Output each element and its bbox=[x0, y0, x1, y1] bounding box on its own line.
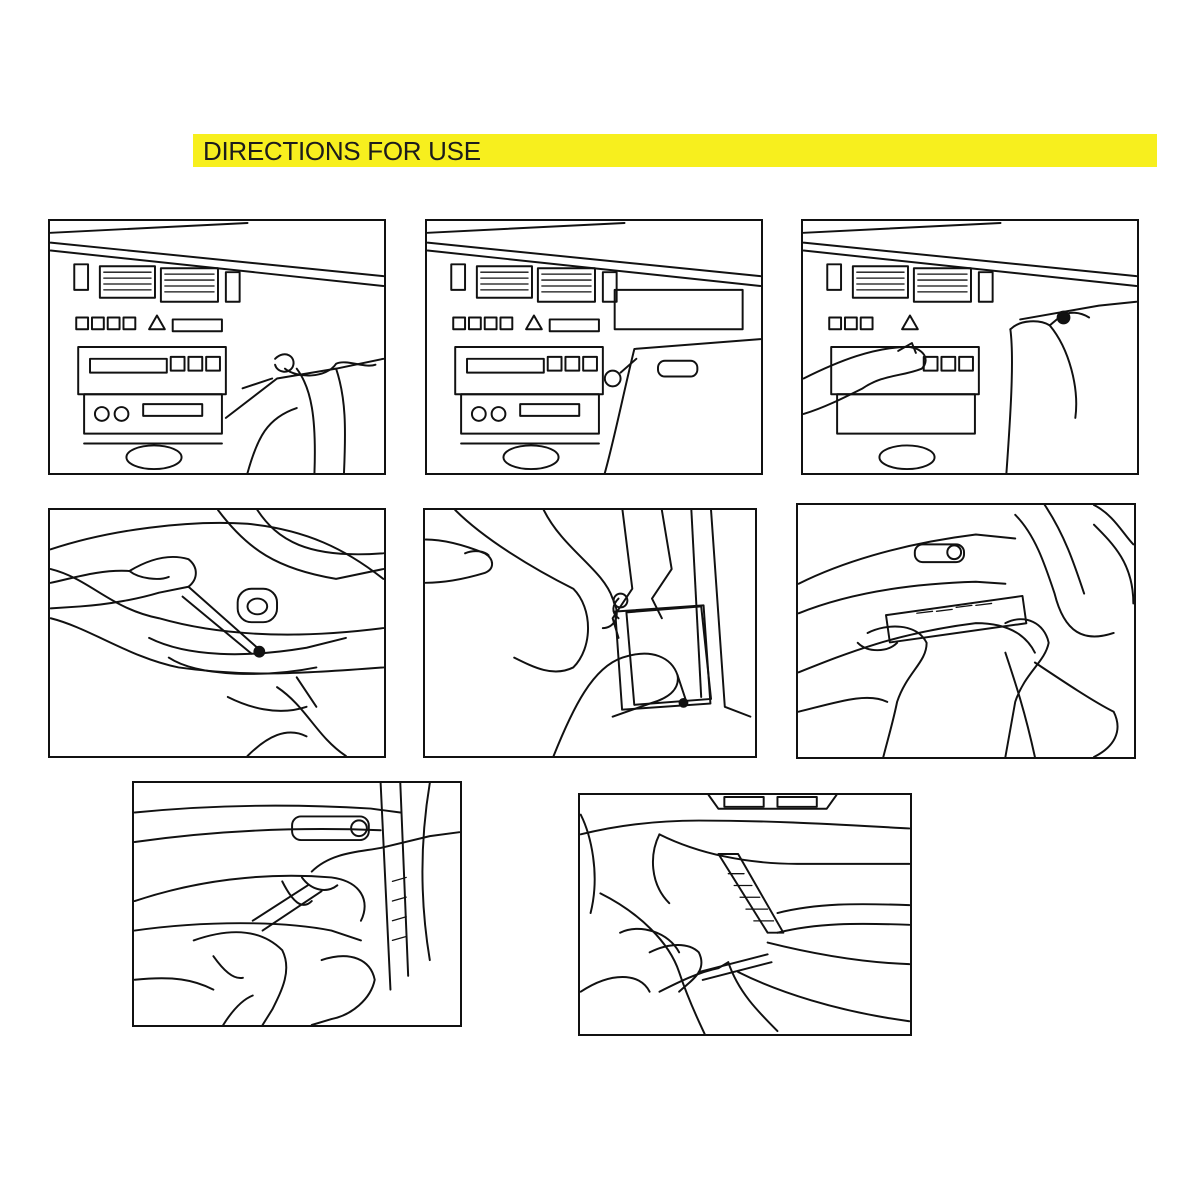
step-2-illustration bbox=[425, 219, 763, 475]
step-4-illustration bbox=[48, 508, 386, 758]
step-5-illustration bbox=[423, 508, 757, 758]
step-8-illustration bbox=[578, 793, 912, 1036]
step-1-illustration bbox=[48, 219, 386, 475]
directions-banner: DIRECTIONS FOR USE bbox=[193, 134, 1157, 167]
step-6-illustration bbox=[796, 503, 1136, 759]
step-7-illustration bbox=[132, 781, 462, 1027]
step-3-illustration bbox=[801, 219, 1139, 475]
page-title: DIRECTIONS FOR USE bbox=[203, 136, 481, 166]
